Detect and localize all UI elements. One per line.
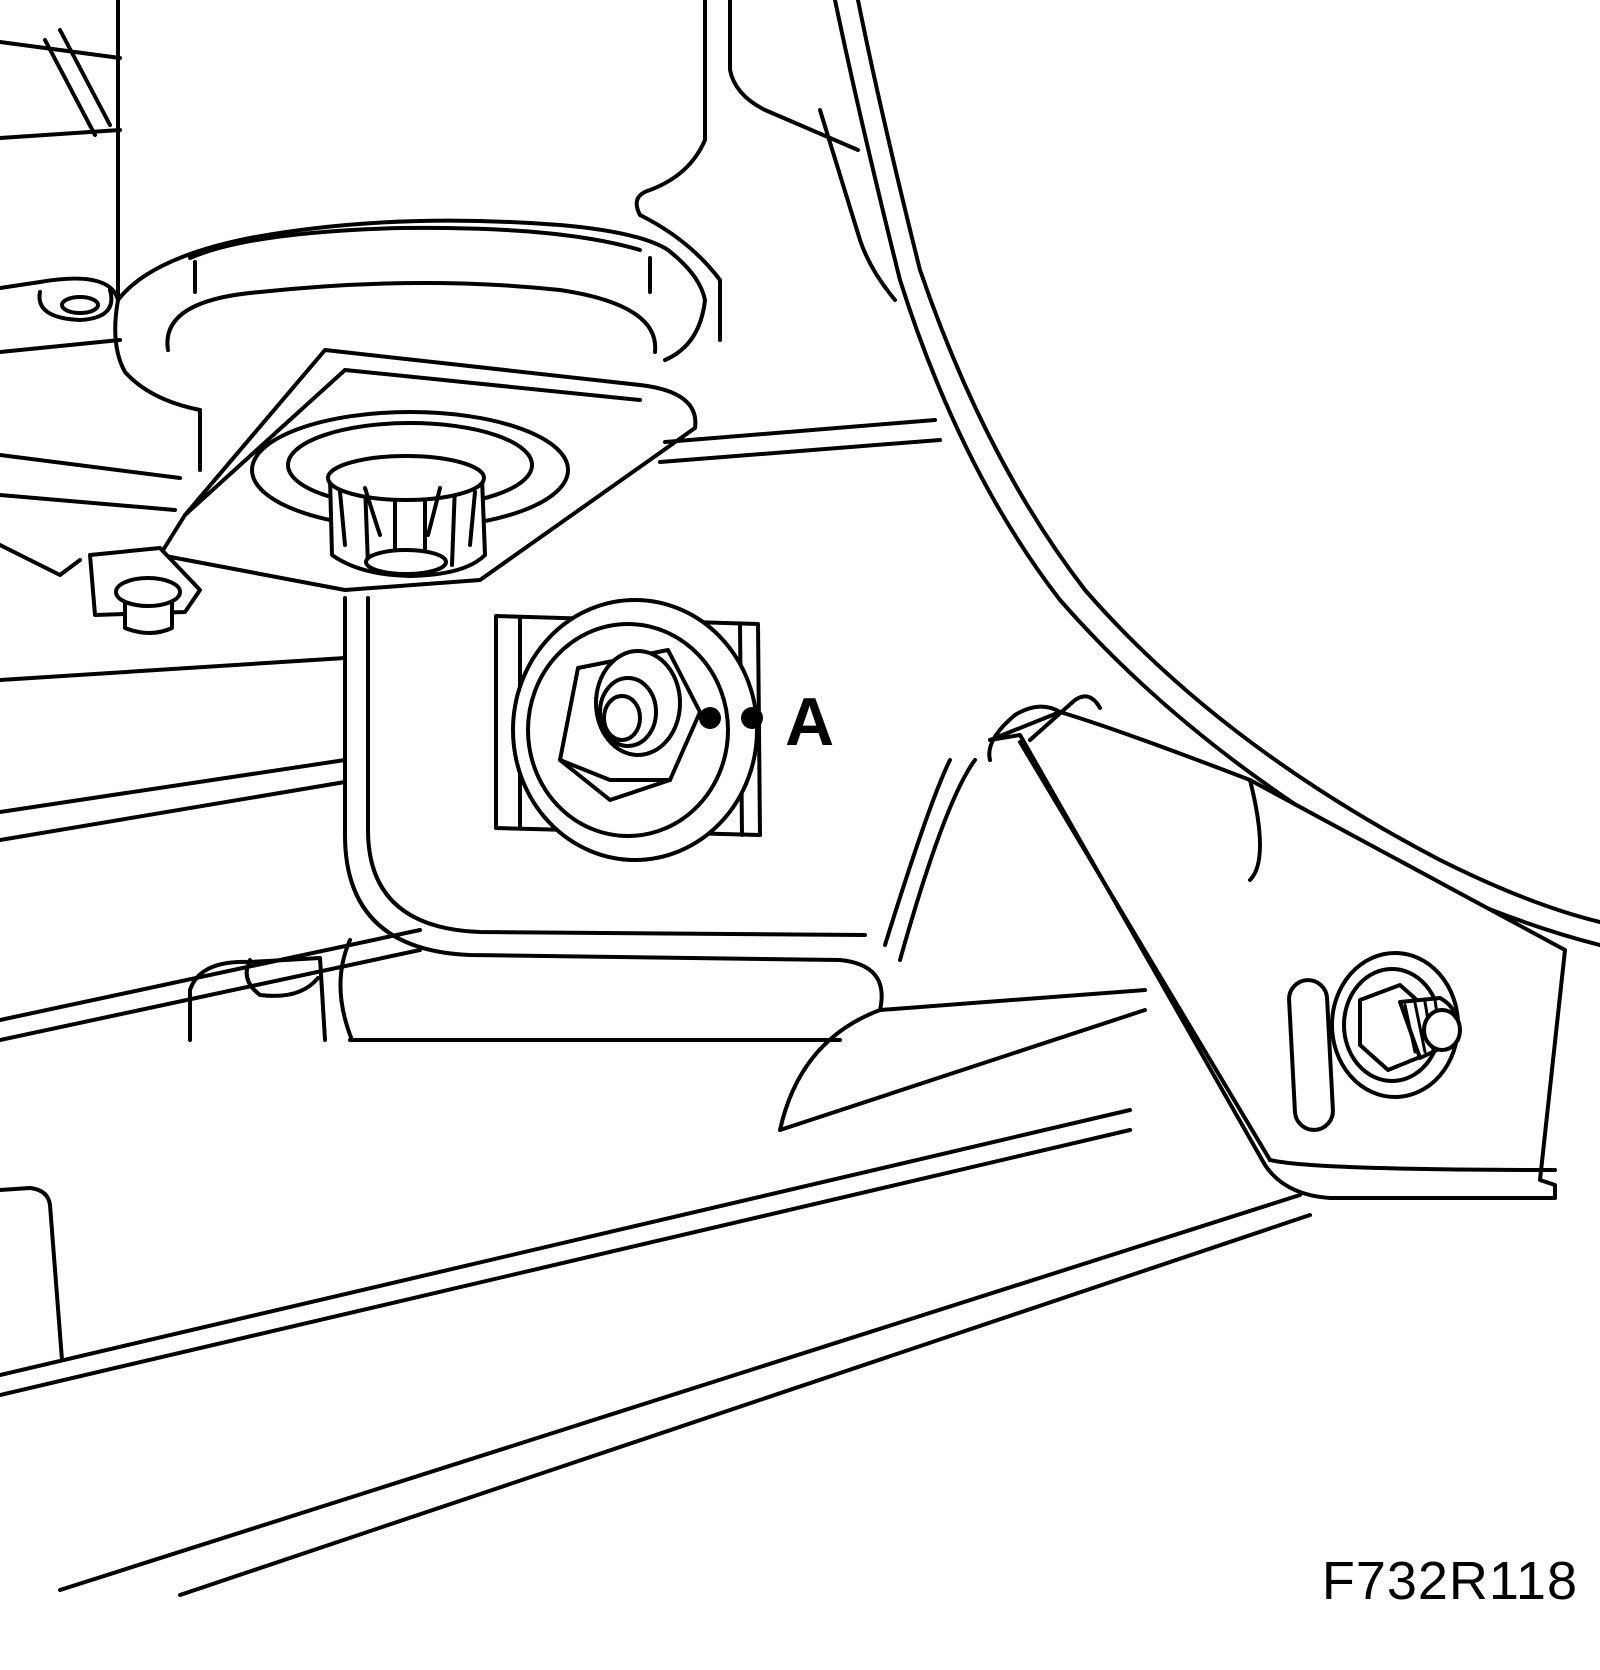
callout-dot-right xyxy=(741,707,763,729)
fender-hole xyxy=(37,288,114,322)
small-bracket-nut xyxy=(88,546,202,635)
slotted-hole xyxy=(1287,978,1335,1132)
callout-a: A xyxy=(699,684,834,760)
lower-bolt xyxy=(1330,951,1462,1099)
lower-bracket xyxy=(338,418,942,1042)
callout-label-a: A xyxy=(785,684,834,760)
trailing-arm xyxy=(778,694,1567,1200)
background-structure xyxy=(0,28,1312,1597)
callout-dot-left xyxy=(699,707,721,729)
shock-absorber-housing xyxy=(113,0,860,472)
bolt-a-nut xyxy=(558,648,702,802)
top-mount-nut xyxy=(326,454,487,578)
figure-code: F732R118 xyxy=(1321,1551,1578,1611)
